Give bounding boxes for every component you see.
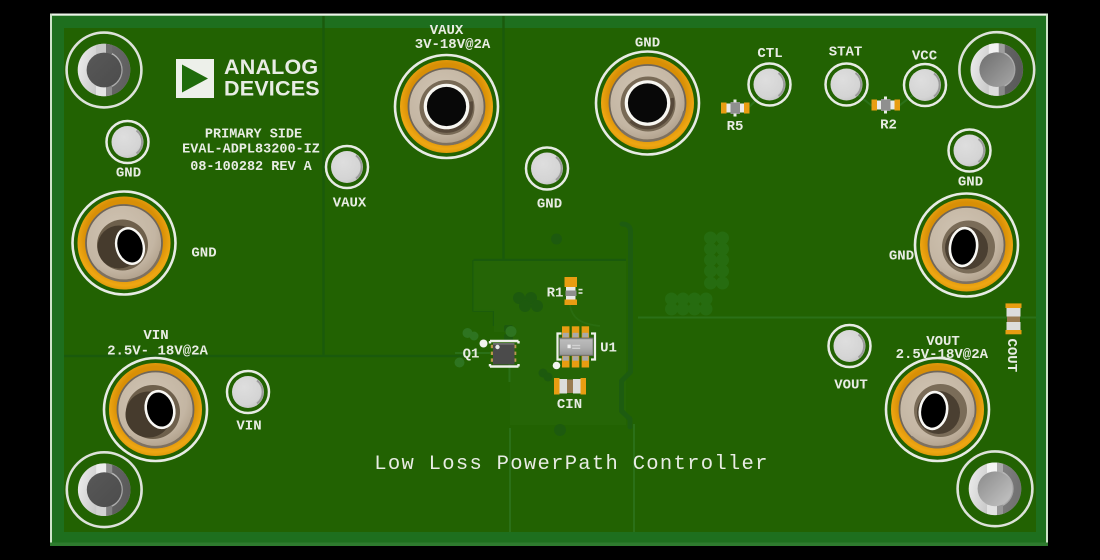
- svg-text:VOUT: VOUT: [926, 334, 960, 350]
- svg-text:2.5V- 18V@2A: 2.5V- 18V@2A: [107, 344, 208, 360]
- svg-text:GND: GND: [958, 175, 983, 191]
- svg-text:VOUT: VOUT: [834, 378, 868, 394]
- svg-text:VAUX: VAUX: [430, 23, 464, 39]
- svg-text:CIN: CIN: [557, 397, 582, 413]
- svg-text:GND: GND: [537, 197, 562, 213]
- svg-text:3V-18V@2A: 3V-18V@2A: [415, 37, 491, 53]
- svg-text:EVAL-ADPL83200-IZ: EVAL-ADPL83200-IZ: [182, 143, 320, 158]
- svg-text:GND: GND: [191, 246, 216, 262]
- svg-text:R5: R5: [727, 119, 744, 135]
- svg-text:CTL: CTL: [757, 46, 782, 62]
- svg-text:ANALOG: ANALOG: [224, 55, 318, 79]
- svg-text:VCC: VCC: [912, 49, 938, 65]
- svg-text:DEVICES: DEVICES: [224, 77, 320, 101]
- svg-text:GND: GND: [635, 36, 660, 52]
- svg-text:COUT: COUT: [1003, 338, 1019, 372]
- svg-text:PRIMARY SIDE: PRIMARY SIDE: [205, 128, 302, 143]
- svg-text:U1: U1: [600, 341, 617, 357]
- svg-text:Q1: Q1: [463, 347, 480, 363]
- svg-text:GND: GND: [889, 249, 914, 265]
- svg-text:VAUX: VAUX: [333, 196, 367, 212]
- svg-text:STAT: STAT: [829, 45, 863, 61]
- svg-text:R1: R1: [547, 286, 564, 302]
- svg-text:08-100282 REV A: 08-100282 REV A: [190, 160, 312, 175]
- svg-text:VIN: VIN: [236, 419, 261, 435]
- svg-text:Low Loss PowerPath Controller: Low Loss PowerPath Controller: [374, 453, 768, 476]
- svg-text:GND: GND: [116, 166, 141, 182]
- svg-text:VIN: VIN: [143, 328, 168, 344]
- svg-text:2.5V-18V@2A: 2.5V-18V@2A: [896, 347, 989, 363]
- svg-text:R2: R2: [880, 118, 897, 134]
